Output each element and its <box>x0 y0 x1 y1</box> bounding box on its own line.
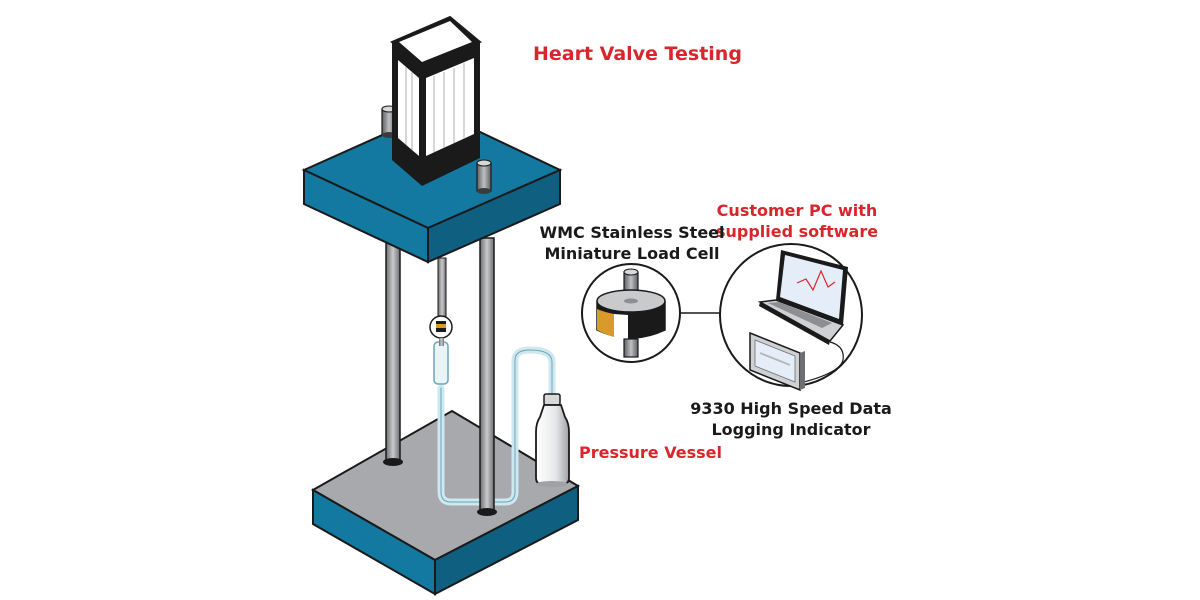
laptop <box>757 250 848 345</box>
diagram-title: Heart Valve Testing <box>533 43 742 65</box>
data-cable <box>799 341 844 384</box>
customer-pc-label-line2: supplied software <box>715 222 879 241</box>
actuator-window-left <box>398 60 419 156</box>
indicator-label-line2: Logging Indicator <box>711 420 871 439</box>
pressure-tube-outline <box>440 349 553 503</box>
customer-pc-label: Customer PC with supplied software <box>716 200 878 242</box>
valve-chamber <box>433 341 449 385</box>
load-cell-label-line2: Miniature Load Cell <box>544 244 720 263</box>
pc-indicator-callout <box>719 243 863 392</box>
load-cell-callout <box>581 263 681 363</box>
column-front <box>477 237 497 516</box>
indicator-label-line1: 9330 High Speed Data <box>690 399 892 418</box>
actuator-shaft <box>429 257 453 385</box>
actuator-window-right <box>426 58 474 156</box>
data-logging-indicator <box>749 331 805 392</box>
pressure-vessel-label: Pressure Vessel <box>579 443 722 462</box>
column-back <box>383 239 403 466</box>
top-knob-right <box>476 159 492 194</box>
base-right-face <box>434 484 579 596</box>
customer-pc-label-line1: Customer PC with <box>716 201 878 220</box>
indicator-label: 9330 High Speed Data Logging Indicator <box>690 398 892 440</box>
actuator-housing <box>390 15 482 186</box>
load-cell-label: WMC Stainless Steel Miniature Load Cell <box>539 222 724 264</box>
pressure-vessel-bottle <box>535 393 570 487</box>
top-platform-right-face <box>427 168 561 264</box>
load-cell-label-line1: WMC Stainless Steel <box>539 223 725 242</box>
